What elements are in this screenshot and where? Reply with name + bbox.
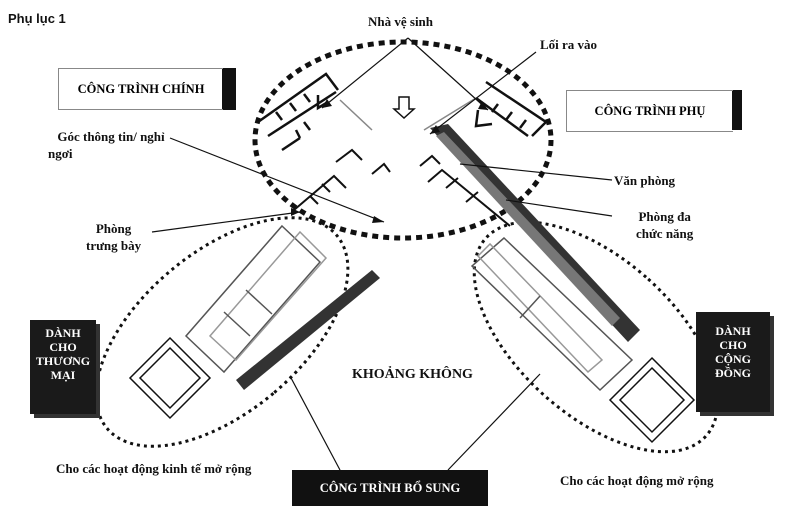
entrance-arrow-icon — [392, 96, 416, 120]
left-wing-ellipse — [94, 216, 350, 448]
box-danh-cho-cong-dong: DÀNH CHO CỘNG ĐỒNG — [696, 312, 770, 412]
left-diamond-plaza — [128, 336, 212, 420]
thuong-mai-line2: CHO — [49, 340, 77, 354]
cong-dong-line2: CHO — [719, 338, 747, 352]
label-hoat-dong-mo-rong: Cho các hoạt động mở rộng — [560, 473, 714, 488]
thuong-mai-line1: DÀNH — [45, 326, 81, 340]
central-structures — [293, 148, 511, 227]
label-goc-thong-tin: Góc thông tin/ nghỉ ngơi — [36, 128, 186, 162]
label-phong-da-line1: Phòng đa — [638, 209, 691, 224]
cong-dong-line1: DÀNH — [715, 324, 751, 338]
box-cong-trinh-chinh: CÔNG TRÌNH CHÍNH — [58, 68, 223, 110]
label-phong-trung-bay-line2: trưng bày — [86, 238, 142, 253]
right-wing-ellipse — [472, 220, 720, 454]
left-room-cluster — [257, 72, 373, 152]
cong-dong-line4: ĐỒNG — [715, 366, 751, 380]
label-nha-ve-sinh: Nhà vệ sinh — [368, 14, 434, 29]
label-loi-ra-vao: Lối ra vào — [540, 37, 598, 52]
box-danh-cho-thuong-mai: DÀNH CHO THƯƠNG MẠI — [30, 320, 96, 414]
box-cong-trinh-bo-sung-label: CÔNG TRÌNH BỔ SUNG — [319, 480, 461, 495]
phu-corner-mark — [732, 90, 742, 130]
label-phong-trung-bay-line1: Phòng — [95, 221, 132, 236]
label-phong-da-line2: chức năng — [636, 226, 694, 241]
cong-dong-line3: CỘNG — [715, 352, 751, 366]
appendix-title: Phụ lục 1 — [8, 11, 66, 26]
label-phong-da-chuc-nang: Phòng đa chức năng — [636, 208, 693, 242]
box-cong-trinh-phu-label: CÔNG TRÌNH PHỤ — [594, 103, 706, 118]
thuong-mai-line4: MẠI — [50, 368, 76, 382]
right-wing-building — [470, 236, 634, 392]
left-dark-band — [236, 270, 380, 390]
left-wing-building — [184, 224, 328, 374]
leader-lines — [151, 37, 613, 471]
right-room-cluster — [423, 80, 548, 138]
box-cong-trinh-chinh-label: CÔNG TRÌNH CHÍNH — [77, 81, 205, 96]
label-van-phong: Văn phòng — [614, 173, 676, 188]
label-goc-thong-tin-line2: ngơi — [48, 146, 73, 161]
thuong-mai-line3: THƯƠNG — [35, 354, 91, 368]
label-phong-trung-bay: Phòng trưng bày — [86, 220, 141, 254]
label-goc-thong-tin-line1: Góc thông tin/ nghỉ — [57, 129, 165, 144]
label-kinh-te-mo-rong: Cho các hoạt động kinh tế mở rộng — [56, 461, 252, 476]
chinh-corner-mark — [222, 68, 236, 110]
pointer-arrowheads — [291, 99, 488, 223]
right-diamond-plaza — [608, 356, 696, 444]
box-cong-trinh-phu: CÔNG TRÌNH PHỤ — [566, 90, 733, 132]
box-cong-trinh-bo-sung: CÔNG TRÌNH BỔ SUNG — [292, 470, 488, 506]
label-khoang-khong: KHOẢNG KHÔNG — [352, 367, 473, 382]
